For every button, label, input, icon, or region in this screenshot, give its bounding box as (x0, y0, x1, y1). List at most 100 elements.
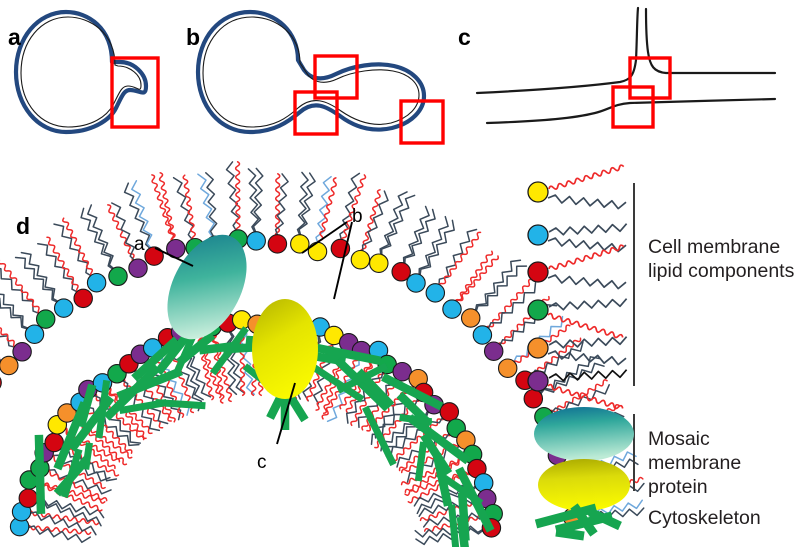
panel-b-highlight-box-2 (293, 90, 339, 136)
lipid-tail (538, 362, 605, 397)
lipid-tail (360, 189, 381, 254)
lipid-tail (379, 191, 408, 258)
lipid-head-group (439, 402, 460, 422)
lipid-tail (234, 161, 241, 233)
lipid-tail (182, 174, 196, 242)
panel-c-highlight-box-1 (628, 56, 672, 100)
lipid-tail (274, 173, 289, 238)
cytoskeleton-filament (414, 441, 428, 482)
lipid-tail (380, 194, 416, 258)
lipid-head-group (0, 376, 2, 389)
lipid-tail (53, 223, 94, 278)
legend-lipid-orange (527, 337, 549, 359)
legend-lipid-green (527, 299, 549, 321)
lipid-tail (25, 525, 91, 544)
lipid-head-group (86, 272, 107, 293)
lipid-tail (0, 327, 18, 348)
lipid-head-group (473, 473, 494, 493)
lipid-tail (392, 415, 445, 462)
lipid-head-group (0, 355, 19, 376)
lipid-head-group (144, 246, 164, 266)
legend-label-proteins: Mosaic membrane protein (648, 428, 800, 499)
lipid-tail (296, 171, 309, 238)
legend-label-lipids-line1: Cell membrane (648, 236, 781, 258)
lipid-head-group (18, 488, 39, 508)
lipid-tail (106, 387, 147, 440)
legend-lipid-tail (547, 237, 627, 253)
lipid-tail (205, 172, 218, 240)
lipid-tail (197, 173, 216, 240)
lipid-tail (111, 202, 137, 263)
lipid-head-group (35, 309, 56, 329)
lipid-tail (400, 456, 467, 486)
legend-label-proteins-line1: Mosaic membrane (648, 428, 742, 474)
lipid-head-group (460, 308, 481, 328)
cytoskeleton-filament (399, 413, 433, 426)
panel-d-protein-teal (167, 234, 247, 340)
legend-lipid-tail (548, 164, 625, 190)
legend-lipid-purple (527, 370, 549, 392)
lipid-tail (20, 251, 61, 304)
lipid-tail (158, 172, 176, 243)
lipid-tail (107, 204, 136, 263)
lipid-tail (403, 208, 436, 267)
lipid-tail (486, 282, 537, 332)
panel-label-c: c (458, 24, 471, 50)
lipid-tail (438, 228, 478, 288)
lipid-tail (529, 337, 582, 377)
lipid-head-group (350, 249, 371, 270)
cytoskeleton-filament (456, 516, 469, 547)
lipid-tail (404, 457, 468, 493)
lipid-tail (151, 174, 175, 243)
panel-d-callout-c: c (257, 452, 267, 473)
cytoskeleton-filament (209, 326, 249, 376)
lipid-tail (239, 326, 246, 397)
lipid-tail (455, 255, 499, 305)
lipid-tail (0, 293, 31, 330)
lipid-tail (0, 259, 43, 315)
legend-cytoskeleton-filament (570, 503, 598, 537)
lipid-tail (252, 167, 264, 235)
lipid-tail (454, 250, 494, 305)
legend-lipid-tail (548, 244, 625, 270)
cytoskeleton-filament (34, 434, 46, 515)
lipid-head-group (128, 258, 148, 278)
cytoskeleton-filament (95, 379, 111, 439)
lipid-head-group (392, 361, 412, 382)
lipid-tail (317, 177, 337, 246)
panel-d-callout-lines (154, 221, 353, 445)
lipid-head-group (497, 358, 518, 378)
cytoskeleton-filament (76, 383, 97, 428)
lipid-tail (34, 498, 102, 527)
legend-lipid-swatches (527, 164, 628, 410)
legend-cytoskeleton-filament (588, 507, 622, 531)
lipid-tail (414, 525, 486, 538)
lipid-head-group (246, 231, 266, 251)
lipid-tail (538, 356, 601, 396)
lipid-tail (14, 256, 60, 304)
lipid-tail (62, 217, 95, 278)
lipid-tail (361, 190, 389, 254)
legend-lipid-yellow (527, 181, 549, 203)
legend-label-proteins-line2: protein (648, 475, 708, 498)
lipid-head-group (483, 341, 504, 361)
lipid-head-group (307, 241, 328, 262)
lipid-tail (402, 205, 430, 267)
legend-lipid-tail (547, 194, 627, 210)
lipid-tail (227, 329, 245, 394)
lipid-head-group (108, 266, 128, 287)
lipid-tail (87, 204, 117, 271)
cytoskeleton-filament (407, 414, 471, 465)
lipid-tail (37, 242, 80, 294)
lipid-tail (350, 369, 386, 427)
legend-lipid-tail (548, 336, 628, 349)
lipid-head-group (425, 283, 446, 303)
lipid-head-group (44, 432, 64, 453)
lipid-tail (418, 215, 449, 278)
cytoskeleton-filament (310, 363, 365, 403)
lipid-tail (549, 384, 610, 415)
lipid-head-group (472, 325, 493, 345)
legend-cytoskeleton-swatch (534, 503, 622, 541)
legend-protein-yellow-ellipse (538, 459, 630, 511)
